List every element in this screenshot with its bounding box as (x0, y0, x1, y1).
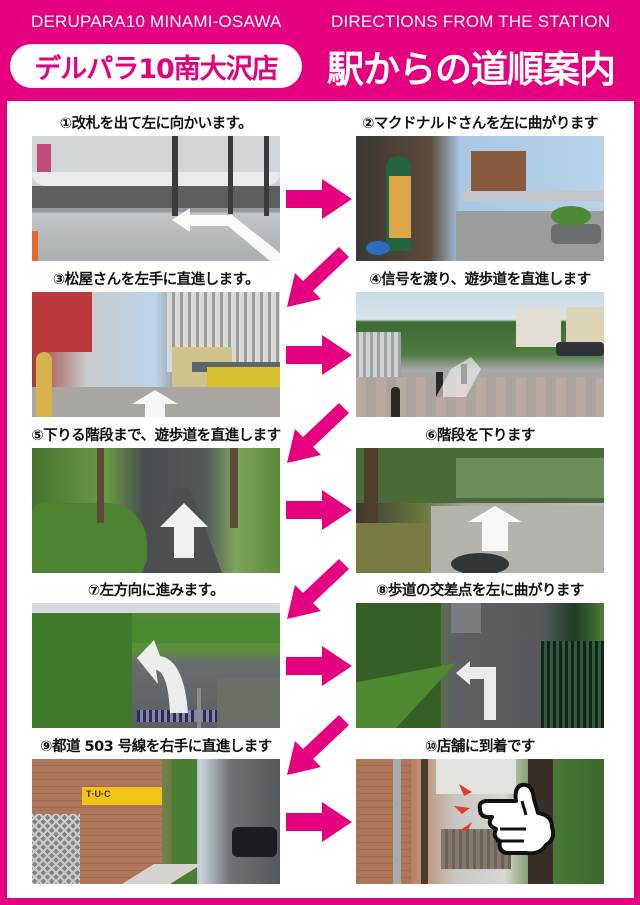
mcdonalds-corner-photo (356, 136, 604, 261)
curving-path-photo (32, 603, 280, 728)
store-name-english: DERUPARA10 MINAMI-OSAWA (31, 12, 282, 31)
store-entrance-photo (356, 759, 604, 884)
next-step-arrow-right-icon (286, 646, 352, 686)
sidewalk-intersection-photo (356, 603, 604, 728)
page-title: 駅からの道順案内 (327, 48, 616, 91)
store-name-badge: デルパラ10南大沢店 (10, 44, 302, 88)
crossing-walkway-photo (356, 292, 604, 417)
step-caption: ⑧歩道の交差点を左に曲がります (376, 583, 584, 599)
next-step-arrow-right-icon (286, 802, 352, 842)
next-step-arrow-right-icon (286, 490, 352, 530)
next-step-arrow-down-left-icon (287, 403, 349, 463)
next-step-arrow-right-icon (286, 335, 352, 375)
turn-left-guide-arrow-icon (456, 661, 496, 720)
turn-left-guide-arrow-icon (172, 208, 280, 261)
stairs-photo (356, 448, 604, 573)
next-step-arrow-down-left-icon (287, 715, 349, 775)
pointing-hand-icon (477, 782, 556, 856)
step-caption: ⑤下りる階段まで、遊歩道を直進します (31, 428, 281, 444)
step-caption: ⑨都道 503 号線を右手に直進します (40, 739, 272, 755)
step-caption: ④信号を渡り、遊歩道を直進します (369, 272, 591, 288)
step-caption: ②マクドナルドさんを左に曲がります (362, 116, 598, 132)
straight-guide-arrow-icon (468, 506, 522, 551)
red-pointer-marks-icon (454, 784, 472, 832)
step-caption: ⑥階段を下ります (425, 428, 535, 444)
curve-left-guide-arrow-icon (137, 640, 188, 713)
directions-panel: ①改札を出て左に向かいます。 ②マクドナルドさんを左に曲がります (7, 101, 634, 898)
straight-guide-arrow-icon (132, 390, 178, 417)
straight-guide-arrow-icon (160, 503, 208, 558)
step-caption: ③松屋さんを左手に直進します。 (52, 272, 260, 288)
next-step-arrow-down-left-icon (287, 559, 349, 619)
route-503-photo: T·U·C (32, 759, 280, 884)
matsuya-street-photo (32, 292, 280, 417)
step-caption: ⑩店舗に到着です (425, 739, 535, 755)
next-step-arrow-down-left-icon (287, 247, 349, 307)
directions-subtitle-english: DIRECTIONS FROM THE STATION (331, 12, 611, 31)
tree-lined-path-photo (32, 448, 280, 573)
tuc-sign: T·U·C (82, 787, 162, 805)
store-name-japanese: デルパラ10南大沢店 (34, 53, 279, 85)
station-concourse-photo (32, 136, 280, 261)
step-caption: ①改札を出て左に向かいます。 (59, 116, 253, 132)
straight-guide-arrow-icon (436, 357, 481, 397)
step-caption: ⑦左方向に進みます。 (87, 583, 225, 599)
next-step-arrow-right-icon (286, 179, 352, 219)
